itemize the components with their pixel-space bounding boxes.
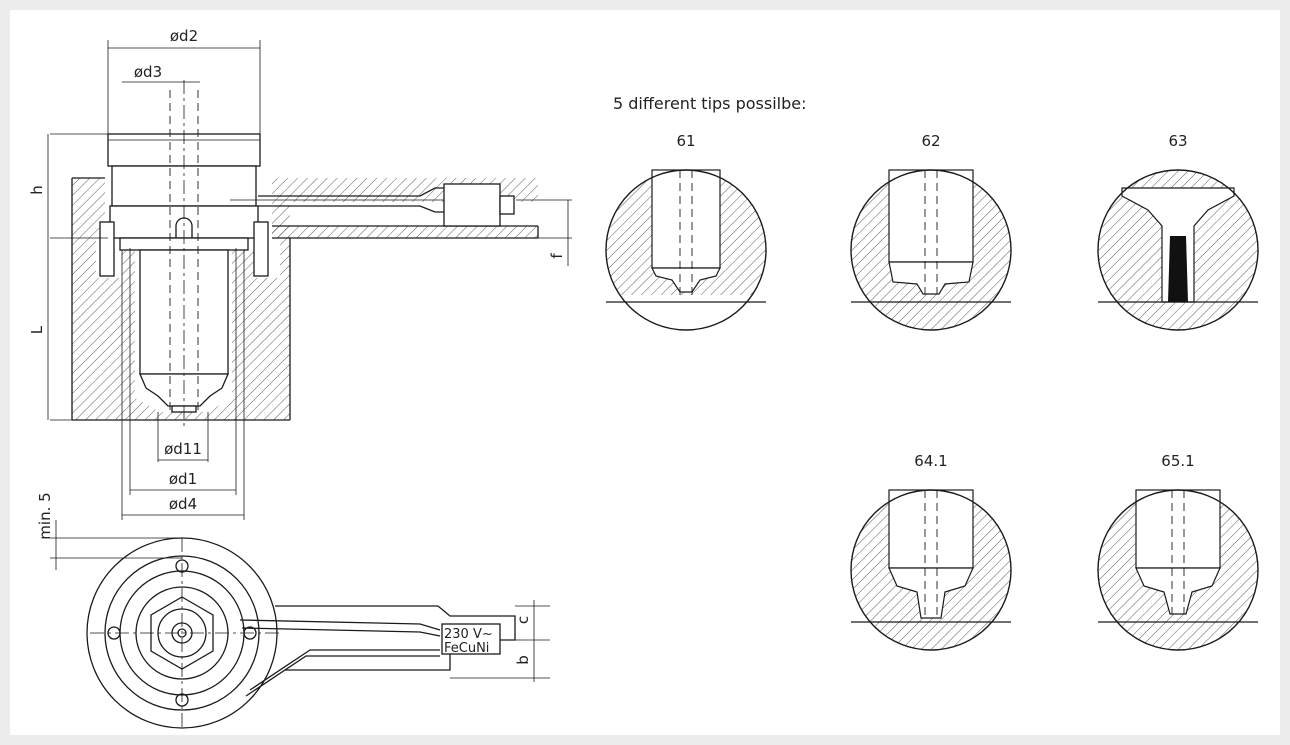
- cable-channel-hatching: [272, 226, 538, 238]
- dim-h-label: h: [28, 185, 46, 195]
- mould-plate-hatching: [72, 178, 538, 420]
- clamp-screw-right: [253, 221, 269, 277]
- side-section-view: [71, 80, 539, 430]
- dim-c-label: c: [514, 616, 532, 624]
- top-view: 230 V~ FeCuNi: [86, 537, 516, 729]
- dim-f-label: f: [548, 253, 566, 259]
- technical-drawing: ød2 ød3 h L f ød11 ød1 ød4: [28, 27, 1259, 729]
- dim-d2-label: ød2: [170, 27, 198, 45]
- cable-arm-outline: [275, 605, 516, 671]
- drawing-sheet: ød2 ød3 h L f ød11 ød1 ød4: [10, 10, 1280, 735]
- dim-d1-label: ød1: [169, 470, 197, 488]
- cable-voltage-label: 230 V~: [444, 627, 493, 642]
- dim-b-label: b: [514, 655, 532, 665]
- tip-63-label: 63: [1168, 132, 1187, 150]
- tip-64-1-label: 64.1: [914, 452, 947, 470]
- tip-61-label: 61: [676, 132, 695, 150]
- top-view-dimensions: min. 5 c b: [36, 492, 550, 682]
- cable-tag: [441, 623, 501, 655]
- dim-min5-label: min. 5: [36, 492, 54, 539]
- side-view-dimensions: ød2 ød3 h L f ød11 ød1 ød4: [28, 27, 572, 520]
- dim-d11-label: ød11: [164, 440, 202, 458]
- tip-62-label: 62: [921, 132, 940, 150]
- tip-64-1: 64.1: [850, 452, 1012, 651]
- dim-d4-label: ød4: [169, 495, 197, 513]
- tip-65-1: 65.1: [1097, 452, 1259, 651]
- dim-d3-label: ød3: [134, 63, 162, 81]
- tip-63: 63: [1097, 132, 1259, 331]
- tip-65-1-label: 65.1: [1161, 452, 1194, 470]
- tips-heading: 5 different tips possilbe:: [613, 94, 807, 113]
- cable-wire-1: [239, 619, 441, 631]
- cable-connector: [443, 183, 501, 227]
- tip-62: 62: [850, 132, 1012, 331]
- dim-l-label: L: [28, 325, 46, 334]
- cable-material-label: FeCuNi: [444, 641, 489, 656]
- cable-upper: [258, 187, 450, 197]
- clamp-screw-left: [99, 221, 115, 277]
- tip-61: 61: [605, 132, 767, 331]
